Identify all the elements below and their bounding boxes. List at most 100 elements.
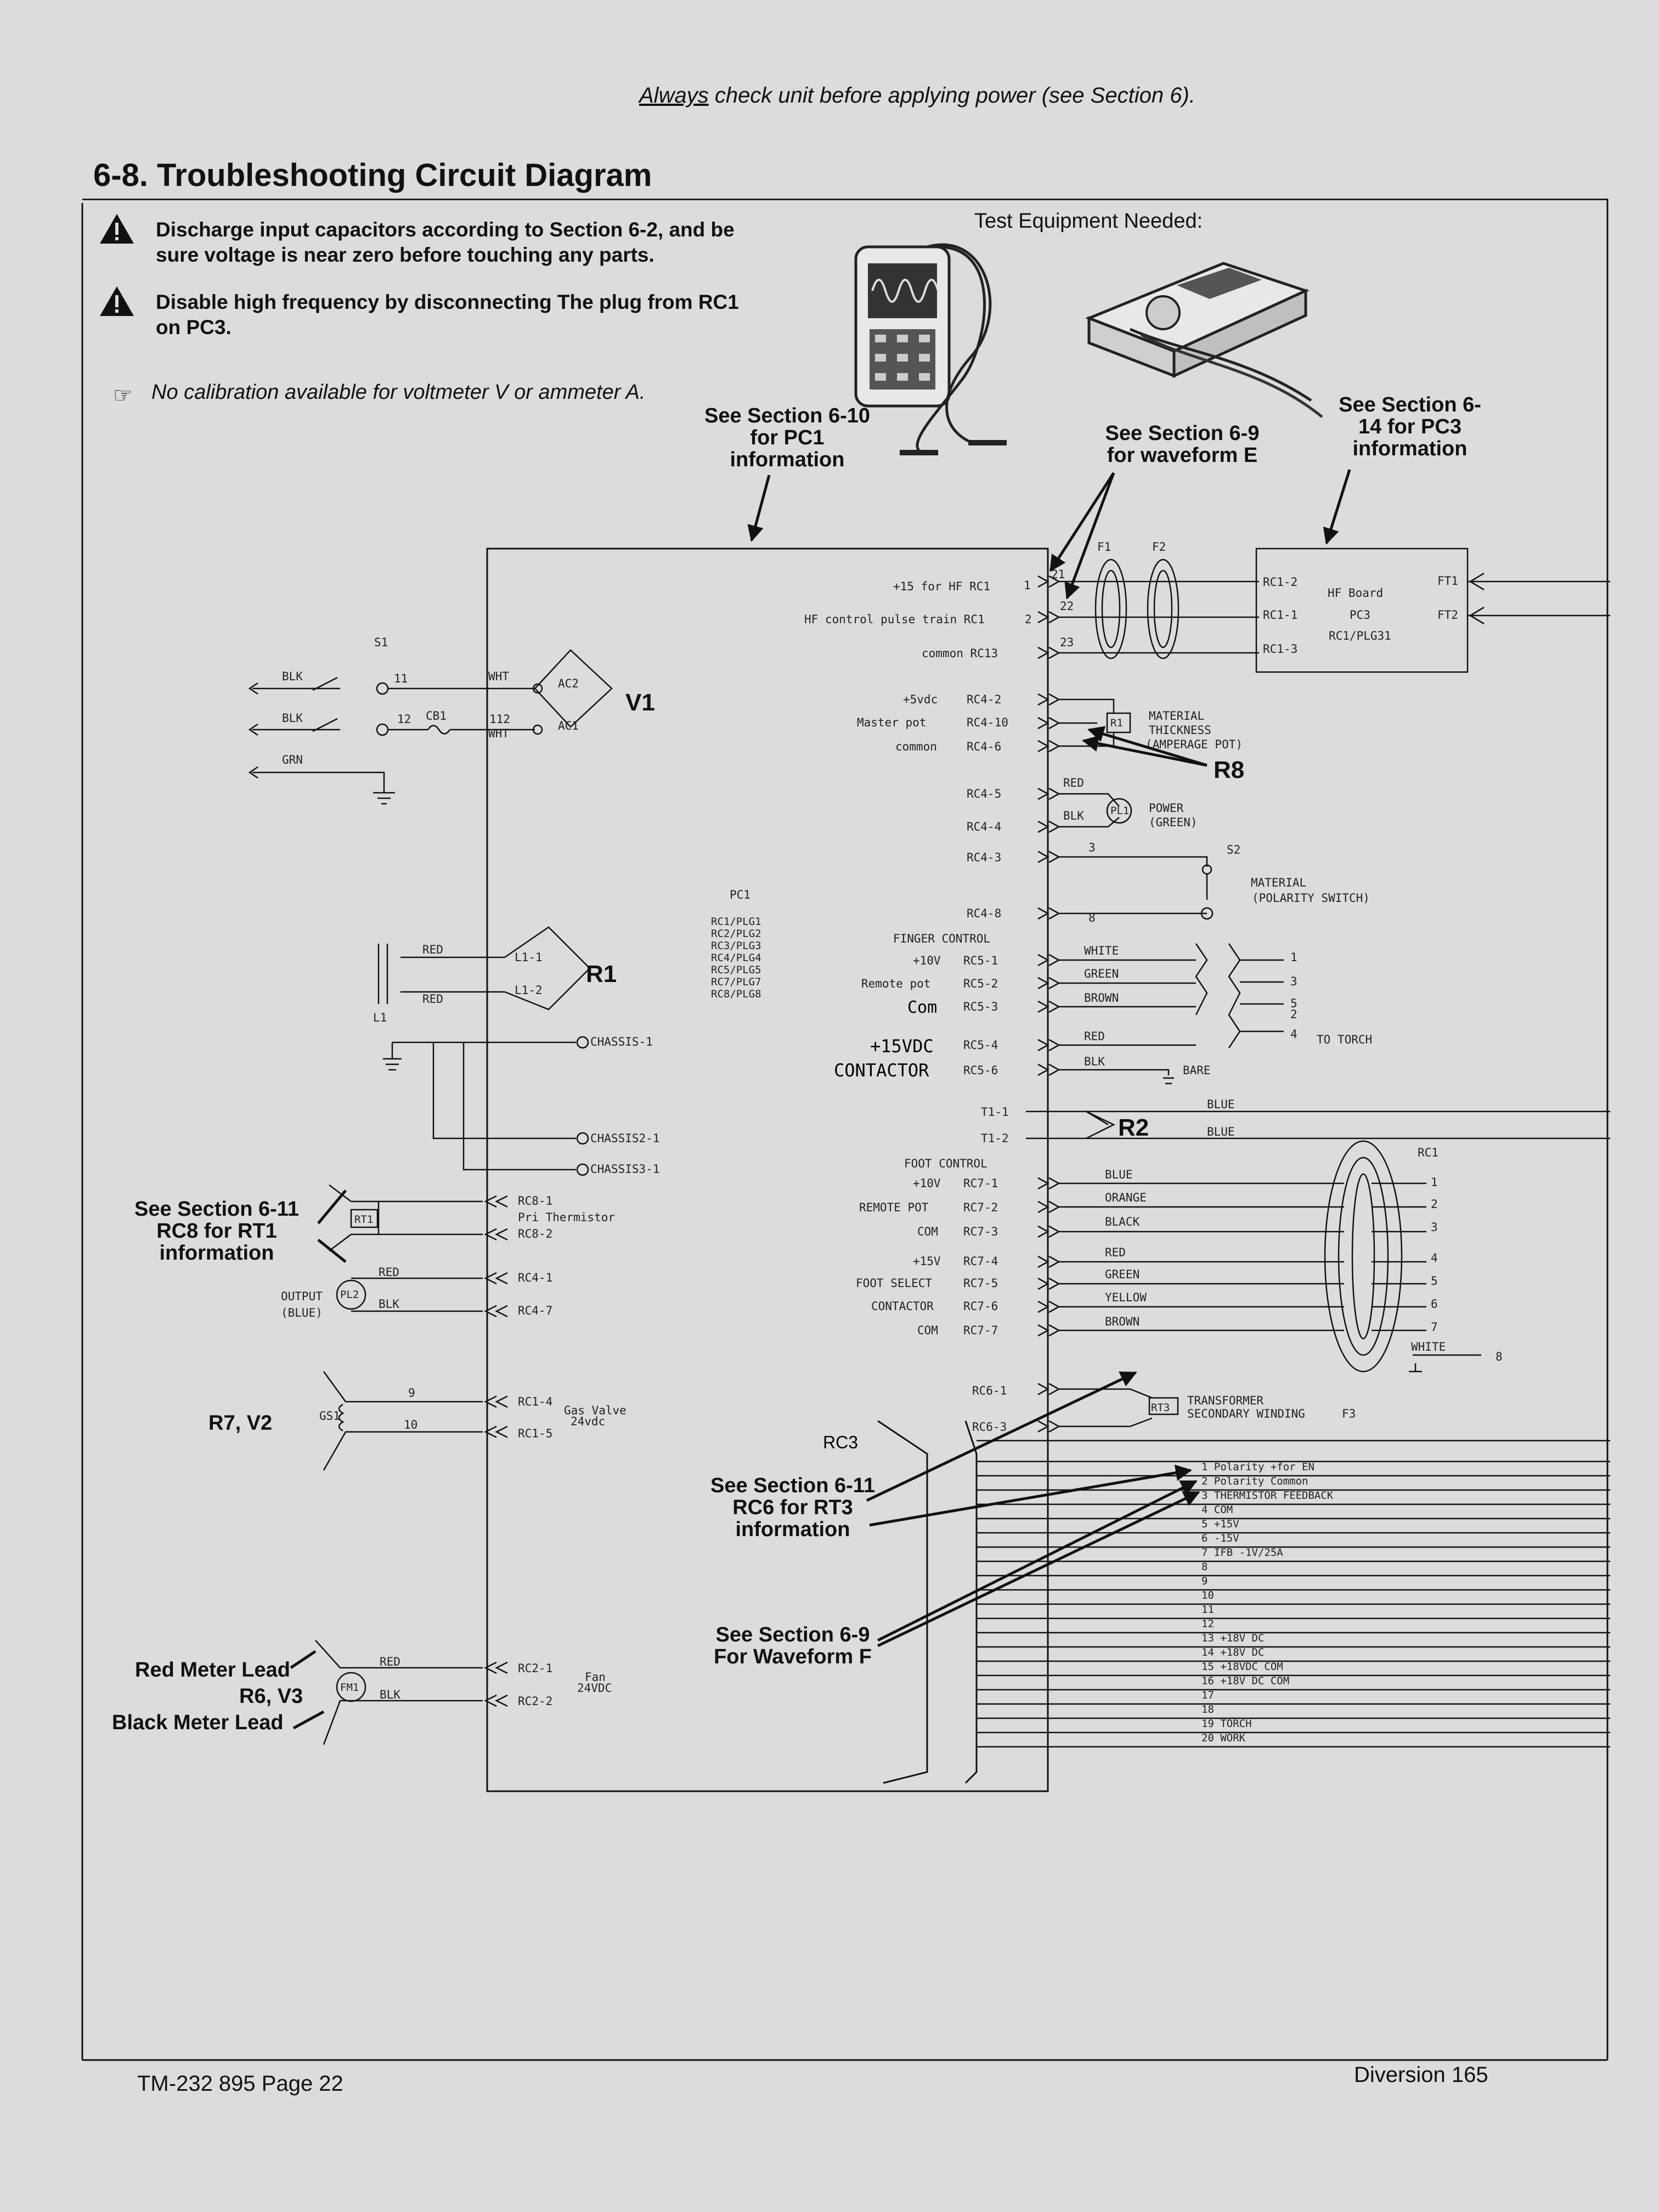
svg-text:RC1-3: RC1-3 [1263,642,1297,656]
svg-text:Gas Valve: Gas Valve [564,1404,627,1417]
svg-text:24vdc: 24vdc [571,1415,605,1428]
svg-text:RC7-3: RC7-3 [963,1225,998,1238]
svg-text:RC1-4: RC1-4 [518,1395,552,1408]
svg-text:CONTACTOR: CONTACTOR [871,1300,934,1313]
svg-text:5: 5 [1290,997,1297,1010]
svg-text:8: 8 [1496,1350,1503,1363]
svg-text:11: 11 [1201,1604,1214,1616]
svg-text:RC7-4: RC7-4 [963,1255,998,1268]
svg-text:+15V: +15V [913,1255,941,1268]
svg-text:RC1-5: RC1-5 [518,1427,552,1440]
svg-text:21: 21 [1051,568,1065,581]
svg-text:RT1: RT1 [354,1214,373,1226]
svg-text:RC4-7: RC4-7 [518,1304,552,1317]
svg-text:GREEN: GREEN [1105,1268,1139,1281]
svg-text:17: 17 [1201,1689,1214,1701]
svg-text:FINGER CONTROL: FINGER CONTROL [893,932,990,945]
svg-text:MATERIAL: MATERIAL [1251,876,1306,889]
svg-text:(BLUE): (BLUE) [281,1306,323,1319]
svg-text:RED: RED [379,1266,399,1279]
arrow-pc1 [747,475,771,542]
svg-text:REMOTE POT: REMOTE POT [859,1201,929,1214]
svg-text:RC1: RC1 [1418,1146,1438,1159]
svg-text:RC1-2: RC1-2 [1263,575,1297,589]
svg-text:BLK: BLK [1084,1055,1105,1068]
svg-text:GRN: GRN [282,753,303,766]
svg-text:(AMPERAGE POT): (AMPERAGE POT) [1146,738,1243,751]
svg-text:AC1: AC1 [558,719,579,732]
svg-text:BLK: BLK [282,670,303,683]
callout-r7-v2: R7, V2 [208,1412,273,1435]
svg-text:FT1: FT1 [1437,574,1458,588]
safety-note: Always check unit before applying power … [639,83,1195,108]
warning-icon [100,214,134,244]
svg-text:112: 112 [489,713,510,726]
svg-text:16 +18V DC COM: 16 +18V DC COM [1201,1675,1289,1687]
svg-text:RED: RED [380,1655,400,1668]
svg-text:Pri Thermistor: Pri Thermistor [518,1211,615,1224]
callout-pc3: See Section 6-14 for PC3 information [1339,393,1481,460]
svg-text:HF Board: HF Board [1328,586,1383,600]
svg-text:8: 8 [1088,911,1096,924]
warning-1: Discharge input capacitors according to … [156,218,735,266]
svg-text:2: 2 [1025,613,1032,626]
svg-text:WHT: WHT [488,670,509,683]
svg-text:RC4-10: RC4-10 [967,716,1008,729]
svg-text:RC6-3: RC6-3 [972,1420,1007,1434]
svg-text:common: common [895,740,937,753]
svg-text:T1-1: T1-1 [981,1105,1009,1119]
callout-rt1: See Section 6-11 RC8 for RT1 information [134,1198,299,1265]
svg-text:RC5-1: RC5-1 [963,954,998,967]
svg-text:22: 22 [1060,600,1074,613]
svg-text:RED: RED [422,992,443,1006]
svg-text:RC2/PLG2: RC2/PLG2 [711,928,761,940]
svg-text:FOOT CONTROL: FOOT CONTROL [904,1157,988,1170]
svg-text:7 IFB -1V/25A: 7 IFB -1V/25A [1201,1547,1283,1559]
svg-text:2 Polarity Common: 2 Polarity Common [1201,1475,1308,1487]
multimeter-icon [1085,262,1323,418]
svg-text:F3: F3 [1342,1407,1356,1420]
schematic-labels: V1 R1 R8 R2 S1 BLK BLK GRN 11 12 CB1 WHT… [281,540,1503,1744]
svg-text:F2: F2 [1152,540,1166,554]
section-title: 6-8. Troubleshooting Circuit Diagram [93,157,652,193]
pointing-hand-icon: ☞ [113,383,133,408]
svg-text:FT2: FT2 [1437,608,1458,622]
svg-text:RC4-1: RC4-1 [518,1271,552,1284]
svg-text:23: 23 [1060,636,1074,649]
svg-text:WHT: WHT [488,727,509,740]
svg-text:+10V: +10V [913,954,941,967]
svg-text:Fan: Fan [585,1671,606,1684]
svg-text:18: 18 [1201,1703,1214,1716]
svg-text:RC8/PLG8: RC8/PLG8 [711,988,761,1000]
svg-text:RC5-2: RC5-2 [963,977,998,990]
svg-text:20 WORK: 20 WORK [1201,1732,1246,1744]
svg-text:(GREEN): (GREEN) [1149,816,1198,829]
svg-text:8: 8 [1201,1561,1207,1573]
svg-text:4: 4 [1290,1028,1297,1041]
callout-r6-v3: R6, V3 [239,1685,303,1708]
warning-icon [100,286,134,316]
label-r1: R1 [586,961,617,988]
svg-text:11: 11 [394,672,408,685]
svg-text:3 THERMISTOR FEEDBACK: 3 THERMISTOR FEEDBACK [1201,1489,1334,1502]
svg-text:12: 12 [397,713,411,726]
svg-text:RC1/PLG31: RC1/PLG31 [1329,629,1391,642]
svg-text:RC5-6: RC5-6 [963,1064,998,1077]
svg-text:RED: RED [1105,1246,1126,1259]
svg-text:Master pot: Master pot [857,716,926,729]
svg-text:S2: S2 [1227,843,1240,856]
svg-text:RC2-1: RC2-1 [518,1662,552,1675]
svg-text:THICKNESS: THICKNESS [1149,724,1211,737]
svg-text:1: 1 [1290,951,1297,964]
svg-text:RC5-4: RC5-4 [963,1039,998,1052]
svg-text:SECONDARY WINDING: SECONDARY WINDING [1187,1407,1305,1420]
svg-text:3: 3 [1290,975,1297,988]
svg-text:BLK: BLK [282,712,303,725]
title-rule [82,199,1607,200]
svg-text:+10V: +10V [913,1177,941,1190]
svg-text:7: 7 [1431,1321,1438,1334]
svg-text:+15VDC: +15VDC [870,1036,934,1057]
svg-text:BLK: BLK [379,1297,399,1311]
